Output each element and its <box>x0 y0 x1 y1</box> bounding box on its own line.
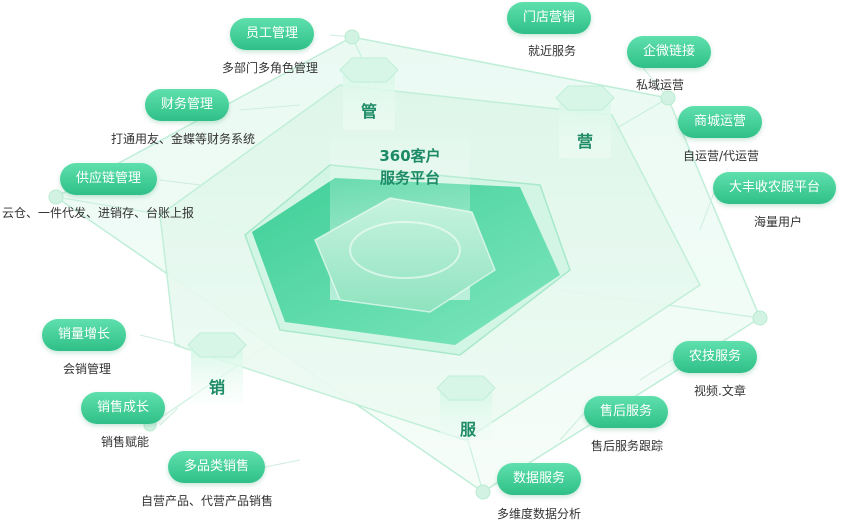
wecom-link-desc: 私域运营 <box>636 78 685 92</box>
staff-management-desc: 多部门多角色管理 <box>222 61 319 75</box>
top-ring <box>349 221 461 279</box>
wecom-link-button[interactable]: 企微链接 <box>627 36 712 68</box>
after-sales-service-desc: 售后服务跟踪 <box>591 439 664 453</box>
sales-development-desc: 销售赋能 <box>101 435 150 449</box>
staff-management-button[interactable]: 员工管理 <box>230 18 315 50</box>
store-marketing-button[interactable]: 门店营销 <box>507 2 592 34</box>
pillar-ying <box>555 85 615 158</box>
sales-development-button[interactable]: 销售成长 <box>81 392 166 424</box>
pillar-label-guan: 管 <box>361 102 378 121</box>
data-service-desc: 多维度数据分析 <box>497 507 582 521</box>
sales-growth-button[interactable]: 销量增长 <box>42 319 127 351</box>
multi-category-sales-button[interactable]: 多品类销售 <box>168 451 266 483</box>
mall-operations-button[interactable]: 商城运营 <box>678 106 763 138</box>
data-service-button[interactable]: 数据服务 <box>497 463 582 495</box>
pillar-guan <box>339 57 399 130</box>
pillar-label-ying: 营 <box>577 132 594 151</box>
finance-management-button[interactable]: 财务管理 <box>145 89 230 121</box>
sales-growth-desc: 会销管理 <box>63 362 112 376</box>
supply-chain-management-button[interactable]: 供应链管理 <box>60 163 158 195</box>
pillar-label-fu: 服 <box>460 420 477 439</box>
platform-title: 360客户 服务平台 <box>360 145 460 189</box>
agri-tech-service-button[interactable]: 农技服务 <box>673 341 758 373</box>
top-hexagon <box>314 197 496 313</box>
platform-title-line2: 服务平台 <box>379 169 440 187</box>
multi-category-sales-desc: 自营产品、代营产品销售 <box>141 494 274 508</box>
supply-chain-management-desc: 云仓、一件代发、进销存、台账上报 <box>2 206 195 220</box>
pillar-fu <box>436 375 496 448</box>
after-sales-service-button[interactable]: 售后服务 <box>584 396 669 428</box>
pillar-xiao <box>187 332 247 405</box>
dafengshou-platform-desc: 海量用户 <box>754 215 803 229</box>
store-marketing-desc: 就近服务 <box>528 44 577 58</box>
agri-tech-service-desc: 视频.文章 <box>694 384 746 398</box>
mall-operations-desc: 自运营/代运营 <box>683 149 760 163</box>
dafengshou-platform-button[interactable]: 大丰收农服平台 <box>713 172 837 204</box>
finance-management-desc: 打通用友、金蝶等财务系统 <box>111 132 256 146</box>
pillar-label-xiao: 销 <box>209 378 226 397</box>
platform-title-line1: 360客户 <box>379 147 441 165</box>
